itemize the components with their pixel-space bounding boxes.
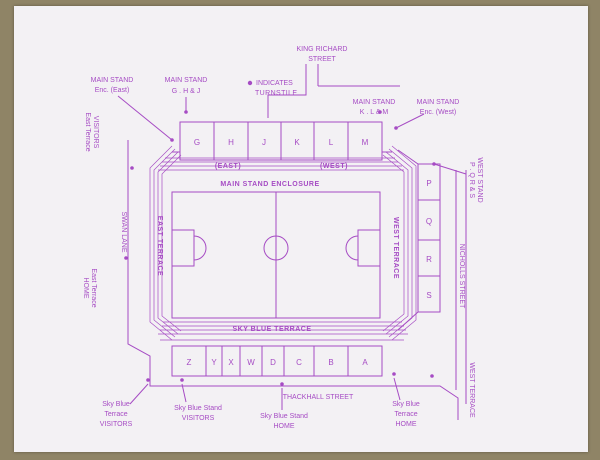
label-east-visitors-1: East Terrace	[84, 112, 91, 151]
label-main-west-2: Enc. (West)	[420, 109, 456, 116]
block-A: A	[362, 358, 368, 367]
block-Y: Y	[211, 358, 217, 367]
west-terrace-label: WEST TERRACE	[392, 217, 399, 279]
east-terrace-tiers: EAST TERRACE	[149, 145, 182, 341]
label-sky-terrace-visitors-1: Sky Blue	[102, 401, 130, 408]
label-sky-terrace-visitors-2: Terrace	[104, 411, 127, 418]
king-richard-street-lines	[267, 64, 400, 118]
road-swan-lane: SWAN LANE	[120, 212, 127, 253]
block-Q: Q	[426, 217, 432, 226]
label-west-stand-1: WEST STAND	[476, 157, 483, 202]
block-L: L	[329, 138, 334, 147]
perimeter-roads: SWAN LANE NICHOLLS STREET THACKHALL STRE…	[120, 140, 467, 420]
block-G: G	[194, 138, 200, 147]
label-main-klm-2: K . L & M	[360, 109, 389, 116]
label-sky-stand-home-1: Sky Blue Stand	[260, 413, 308, 420]
block-K: K	[294, 138, 300, 147]
label-sky-stand-visitors-1: Sky Blue Stand	[174, 405, 222, 412]
block-C: C	[296, 358, 302, 367]
stadium-plan: INDICATES TURNSTILE KING RICHARD STREET …	[82, 46, 483, 430]
road-thackhall: THACKHALL STREET	[283, 394, 354, 401]
label-west-terrace: WEST TERRACE	[468, 362, 475, 418]
turnstile-legend-dot	[247, 80, 253, 86]
section-east: (EAST)	[215, 163, 241, 170]
label-sky-terrace-home-2: Terrace	[394, 411, 417, 418]
label-sky-terrace-visitors-3: VISITORS	[100, 421, 133, 428]
block-B: B	[328, 358, 333, 367]
pitch	[171, 191, 381, 319]
sky-blue-terrace-tiers: SKY BLUE TERRACE	[158, 321, 408, 341]
sky-blue-terrace-label: SKY BLUE TERRACE	[232, 326, 311, 333]
ticket: INDICATES TURNSTILE KING RICHARD STREET …	[14, 6, 588, 452]
label-east-home-2: HOME	[82, 278, 89, 299]
label-main-ghj-2: G . H & J	[172, 88, 200, 95]
label-sky-stand-visitors-2: VISITORS	[182, 415, 215, 422]
label-main-east-1: MAIN STAND	[91, 77, 134, 84]
legend-label-2: TURNSTILE	[255, 90, 298, 97]
label-east-home-1: East Terrace	[90, 268, 97, 307]
label-sky-stand-home-2: HOME	[274, 423, 295, 430]
entrance-labels: MAIN STAND Enc. (East) MAIN STAND G . H …	[82, 77, 483, 430]
label-main-west-1: MAIN STAND	[417, 99, 460, 106]
legend-label-1: INDICATES	[256, 80, 293, 87]
sky-blue-stand-blocks: Z Y X W D C B A	[171, 345, 383, 377]
label-main-klm-1: MAIN STAND	[353, 99, 396, 106]
block-H: H	[228, 138, 234, 147]
label-east-visitors-2: VISITORS	[92, 116, 99, 149]
west-stand-blocks: P Q R S	[397, 149, 441, 331]
main-stand-blocks: G H J K L M	[179, 121, 383, 161]
road-king-richard-1: KING RICHARD	[297, 46, 348, 53]
block-X: X	[228, 358, 234, 367]
west-terrace-tiers: WEST TERRACE	[382, 145, 417, 341]
label-main-ghj-1: MAIN STAND	[165, 77, 208, 84]
road-nicholls: NICHOLLS STREET	[458, 244, 465, 309]
section-west: (WEST)	[320, 163, 348, 170]
block-S: S	[426, 291, 431, 300]
block-R: R	[426, 255, 432, 264]
east-terrace-label: EAST TERRACE	[156, 216, 163, 276]
label-sky-terrace-home-3: HOME	[396, 421, 417, 428]
label-sky-terrace-home-1: Sky Blue	[392, 401, 420, 408]
block-Z: Z	[187, 358, 192, 367]
road-king-richard-2: STREET	[308, 56, 336, 63]
label-west-stand-2: P . Q R & S	[468, 162, 475, 198]
block-W: W	[247, 358, 255, 367]
block-M: M	[362, 138, 369, 147]
block-P: P	[426, 179, 431, 188]
main-stand-enclosure-label: MAIN STAND ENCLOSURE	[220, 181, 319, 188]
block-D: D	[270, 358, 276, 367]
label-main-east-2: Enc. (East)	[95, 87, 130, 94]
main-stand-enclosure: (EAST) (WEST) MAIN STAND ENCLOSURE	[158, 151, 404, 188]
block-J: J	[262, 138, 266, 147]
